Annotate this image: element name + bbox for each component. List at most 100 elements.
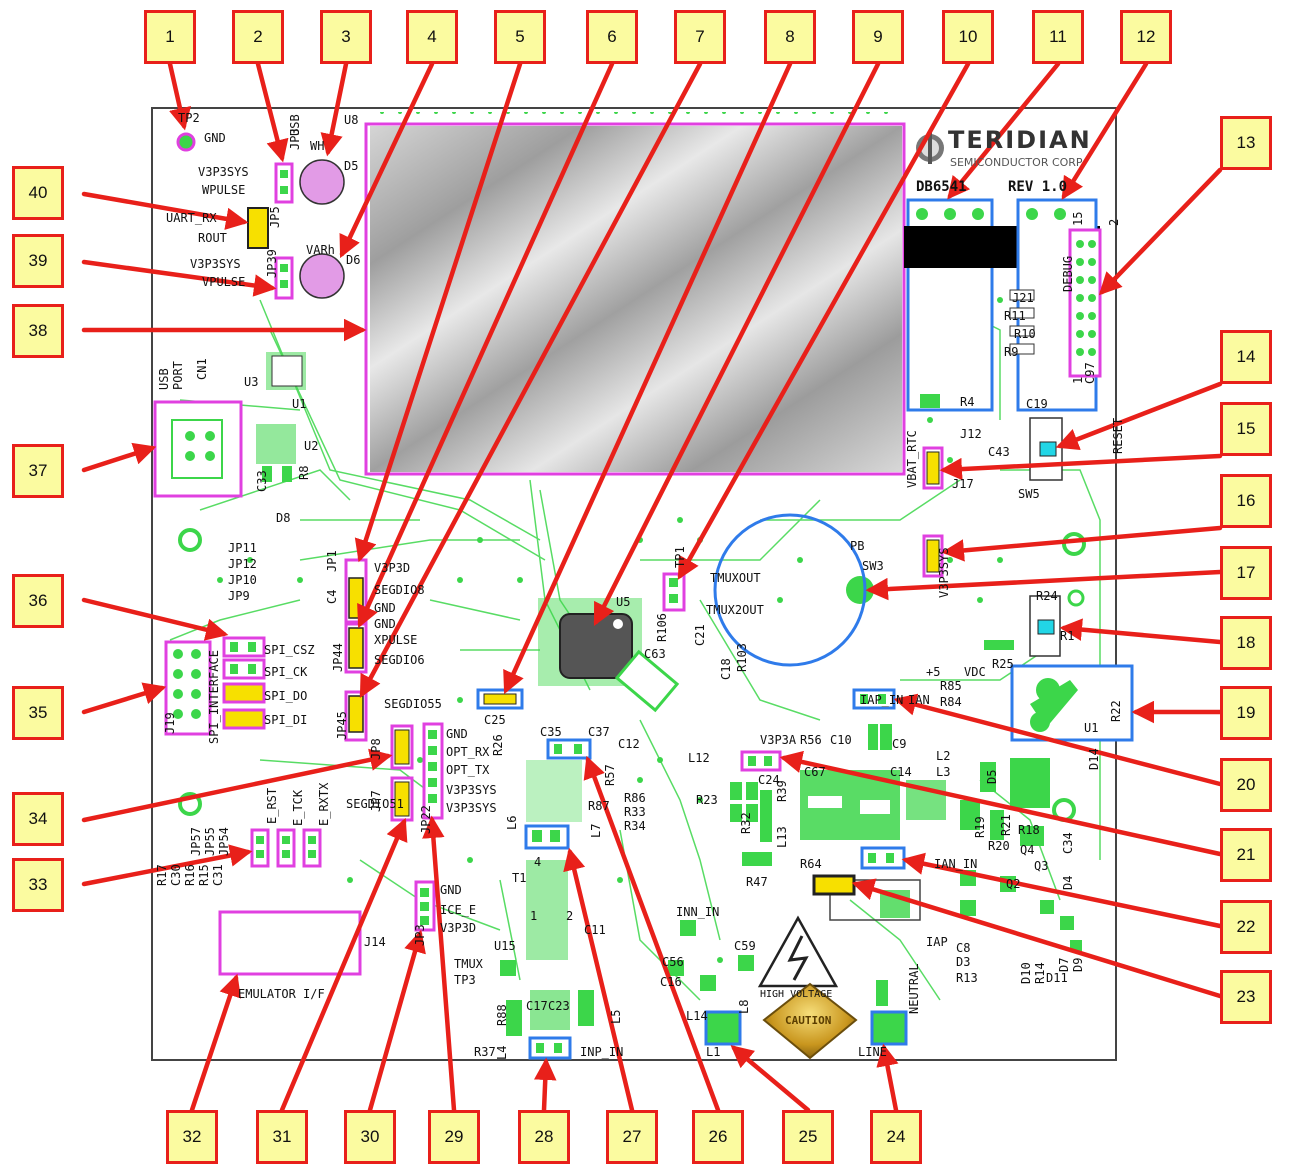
silkscreen-label: IAP xyxy=(926,935,948,949)
silkscreen-label: J21 xyxy=(1012,291,1034,305)
silkscreen-label: TP3 xyxy=(454,973,476,987)
callout-36: 36 xyxy=(12,574,64,628)
silkscreen-label: V3P3SYS xyxy=(446,801,497,815)
silkscreen-label: SEGDIO55 xyxy=(384,697,442,711)
brand-subtitle: SEMICONDUCTOR CORP xyxy=(950,156,1083,169)
emulator-connector-j14 xyxy=(218,910,362,976)
silkscreen-label: VDC xyxy=(964,665,986,679)
silkscreen-label: C67 xyxy=(804,765,826,779)
silkscreen-label: D11 xyxy=(1046,971,1068,985)
silkscreen-label: D10 xyxy=(1019,962,1033,984)
crystal-y1 xyxy=(614,649,680,713)
small-components-right xyxy=(730,640,1082,952)
silkscreen-label: SW3 xyxy=(862,559,884,573)
jumper-jp45 xyxy=(344,690,368,742)
silkscreen-label: LINE xyxy=(858,1045,887,1059)
silkscreen-label: R34 xyxy=(624,819,646,833)
silkscreen-label: EMULATOR I/F xyxy=(238,987,325,1001)
l12-component xyxy=(876,980,888,1006)
callout-10: 10 xyxy=(942,10,994,64)
silkscreen-label: C31 xyxy=(211,864,225,886)
silkscreen-label: D8 xyxy=(276,511,291,525)
debug-header-j21 xyxy=(1068,228,1102,378)
callout-6: 6 xyxy=(586,10,638,64)
silkscreen-label: C11 xyxy=(584,923,606,937)
silkscreen-label: UART_RX xyxy=(166,211,217,225)
silkscreen-label: L14 xyxy=(686,1009,708,1023)
silkscreen-label: 1 xyxy=(1071,376,1085,384)
silkscreen-label: D7 xyxy=(1057,957,1071,972)
silkscreen-label: C14 xyxy=(890,765,912,779)
silkscreen-label: D9 xyxy=(1071,957,1085,972)
silkscreen-label: JP39 xyxy=(265,249,279,278)
silkscreen-label: D5 xyxy=(344,159,359,173)
iap-in-jumper xyxy=(860,846,906,870)
silkscreen-label: D6 xyxy=(346,253,361,267)
inp-inn-jumper xyxy=(528,1036,572,1060)
silkscreen-label: L4 xyxy=(495,1045,509,1060)
silkscreen-label: JP11 xyxy=(228,541,257,555)
silkscreen-label: R47 xyxy=(746,875,768,889)
iap-jumper xyxy=(852,688,896,710)
high-voltage-icon xyxy=(757,915,839,988)
silkscreen-label: E_RXTX xyxy=(317,782,331,826)
callout-37: 37 xyxy=(12,444,64,498)
silkscreen-label: JP12 xyxy=(228,557,257,571)
callout-35: 35 xyxy=(12,686,64,740)
silkscreen-label: R88 xyxy=(495,1004,509,1026)
silkscreen-label: R19 xyxy=(973,816,987,838)
callout-25: 25 xyxy=(782,1110,834,1164)
high-voltage-label: HIGH VOLTAGE xyxy=(760,989,833,1000)
silkscreen-label: GND xyxy=(374,617,396,631)
silkscreen-label: R25 xyxy=(992,657,1014,671)
callout-3: 3 xyxy=(320,10,372,64)
callout-arrows xyxy=(81,61,1223,1113)
silkscreen-label: GND xyxy=(204,131,226,145)
silkscreen-label: V3P3D xyxy=(440,921,477,935)
callout-24: 24 xyxy=(870,1110,922,1164)
silkscreen-label: USB xyxy=(288,114,302,136)
callout-22: 22 xyxy=(1220,900,1272,954)
silkscreen-label: SPI_DI xyxy=(264,713,308,727)
silkscreen-label: R13 xyxy=(956,971,978,985)
silkscreen-label: D5 xyxy=(985,769,999,784)
silkscreen-label: R26 xyxy=(491,734,505,756)
jumper-c25 xyxy=(476,688,524,710)
silkscreen-label: Q3 xyxy=(1034,859,1049,873)
silkscreen-label: L2 xyxy=(936,749,951,763)
callout-21: 21 xyxy=(1220,828,1272,882)
silkscreen-label: U5 xyxy=(616,595,631,609)
silkscreen-label: R21 xyxy=(999,814,1013,836)
callout-9: 9 xyxy=(852,10,904,64)
silkscreen-label: C9 xyxy=(892,737,907,751)
silkscreen-label: C37 xyxy=(588,725,610,739)
silkscreen-label: SEGDIO8 xyxy=(374,583,425,597)
silkscreen-label: +5 xyxy=(926,665,941,679)
silkscreen-label: C30 xyxy=(169,864,183,886)
silkscreen-label: V3P3A xyxy=(760,733,797,747)
silkscreen-label: ROUT xyxy=(198,231,227,245)
callout-7: 7 xyxy=(674,10,726,64)
silkscreen-label: U3 xyxy=(244,375,259,389)
silkscreen-label: NEUTRAL xyxy=(907,963,921,1014)
silkscreen-label: JP45 xyxy=(335,711,349,740)
callout-14: 14 xyxy=(1220,330,1272,384)
jumper-jp7 xyxy=(390,776,414,822)
silkscreen-label: R32 xyxy=(739,812,753,834)
silkscreen-label: U2 xyxy=(304,439,319,453)
silkscreen-label: V3P3SYS xyxy=(190,257,241,271)
silkscreen-label: TMUX xyxy=(454,957,483,971)
callout-32: 32 xyxy=(166,1110,218,1164)
silkscreen-label: C8 xyxy=(956,941,971,955)
silkscreen-label: D4 xyxy=(1061,875,1075,890)
jumper-jp5-uart-rx xyxy=(247,207,269,249)
silkscreen-label: C10 xyxy=(830,733,852,747)
silkscreen-label: D3 xyxy=(956,955,971,969)
silkscreen-label: TP1 xyxy=(673,546,687,568)
header-jp22 xyxy=(422,722,444,820)
silkscreen-label: V3P3SYS xyxy=(446,783,497,797)
silkscreen-label: L5 xyxy=(609,1009,623,1024)
silkscreen-label: C23 xyxy=(548,999,570,1013)
silkscreen-label: JP3 xyxy=(413,924,427,946)
